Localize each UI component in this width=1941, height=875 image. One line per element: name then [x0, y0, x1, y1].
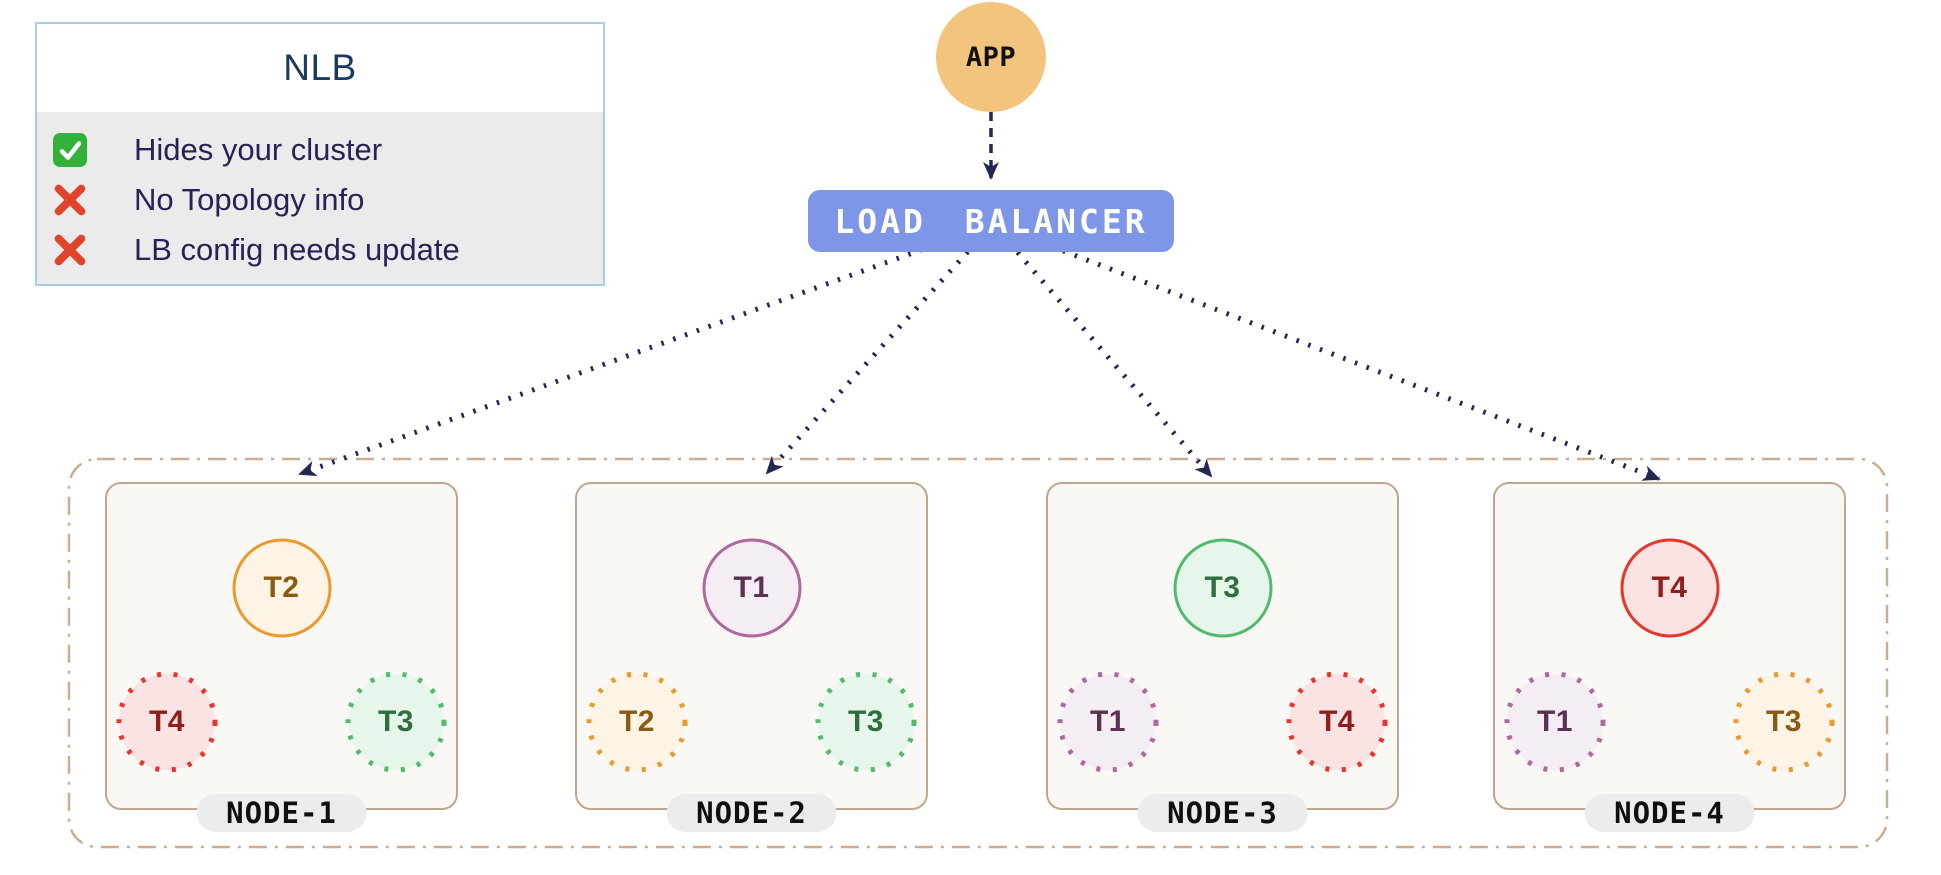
task-label: T3	[1765, 705, 1802, 738]
legend-title: NLB	[283, 47, 357, 88]
task-ring	[232, 538, 331, 638]
task-ring	[345, 671, 447, 773]
legend-item-text: Hides your cluster	[134, 132, 383, 167]
task-label: T1	[1089, 705, 1126, 738]
task-label: T3	[1204, 571, 1241, 604]
task-label: T4	[1318, 705, 1355, 738]
task-label: T1	[1536, 705, 1573, 738]
task-circle-secondary-left: T1	[1503, 670, 1607, 774]
node-label-pill: NODE-4	[1584, 794, 1755, 832]
task-circle-secondary-right: T3	[814, 670, 918, 774]
task-circle-primary: T2	[230, 536, 334, 640]
app-node: APP	[936, 2, 1046, 112]
task-label: T1	[733, 571, 770, 604]
task-ring	[1286, 671, 1388, 773]
task-label: T3	[847, 705, 884, 738]
legend-item: Hides your cluster	[52, 125, 603, 175]
node-label: NODE-3	[1167, 796, 1278, 830]
task-circle-secondary-left: T4	[115, 670, 219, 774]
cluster-boundary	[67, 457, 1889, 849]
node-label: NODE-1	[226, 796, 337, 830]
legend-item-text: No Topology info	[134, 182, 365, 217]
task-ring	[1057, 671, 1159, 773]
task-ring	[1620, 538, 1719, 638]
task-label: T4	[148, 705, 185, 738]
task-circle-primary: T1	[700, 536, 804, 640]
task-ring	[1173, 538, 1272, 638]
task-ring	[1504, 671, 1606, 773]
task-circle-secondary-left: T1	[1056, 670, 1160, 774]
legend-item-text: LB config needs update	[134, 232, 460, 267]
node-label-pill: NODE-1	[196, 794, 367, 832]
task-circle-secondary-left: T2	[585, 670, 689, 774]
load-balancer-label: LOAD BALANCER	[834, 201, 1148, 241]
task-circle-secondary-right: T3	[344, 670, 448, 774]
check-icon	[52, 132, 88, 168]
task-label: T2	[618, 705, 655, 738]
load-balancer: LOAD BALANCER	[808, 190, 1174, 252]
task-circle-secondary-right: T3	[1732, 670, 1836, 774]
legend-list: Hides your cluster No Topology info LB con…	[37, 112, 603, 284]
node-label-pill: NODE-2	[666, 794, 837, 832]
task-label: T3	[377, 705, 414, 738]
task-circle-primary: T3	[1171, 536, 1275, 640]
node-box: T2 T4 T3 NODE-1	[105, 482, 458, 832]
node-box: T4 T1 T3 NODE-4	[1493, 482, 1846, 832]
legend-item: No Topology info	[52, 175, 603, 225]
arrow-lb-to-node-1	[298, 221, 994, 477]
task-circle-primary: T4	[1618, 536, 1722, 640]
task-ring	[1733, 671, 1835, 773]
task-label: T2	[263, 571, 300, 604]
task-ring	[815, 671, 917, 773]
app-label: APP	[965, 41, 1017, 73]
task-ring	[586, 671, 688, 773]
node-label: NODE-4	[1614, 796, 1725, 830]
task-label: T4	[1651, 571, 1688, 604]
node-box: T1 T2 T3 NODE-2	[575, 482, 928, 832]
legend-item: LB config needs update	[52, 225, 603, 275]
task-ring	[702, 538, 801, 638]
node-label-pill: NODE-3	[1137, 794, 1308, 832]
task-circle-secondary-right: T4	[1285, 670, 1389, 774]
task-ring	[116, 671, 218, 773]
node-box: T3 T1 T4 NODE-3	[1046, 482, 1399, 832]
node-label: NODE-2	[696, 796, 807, 830]
